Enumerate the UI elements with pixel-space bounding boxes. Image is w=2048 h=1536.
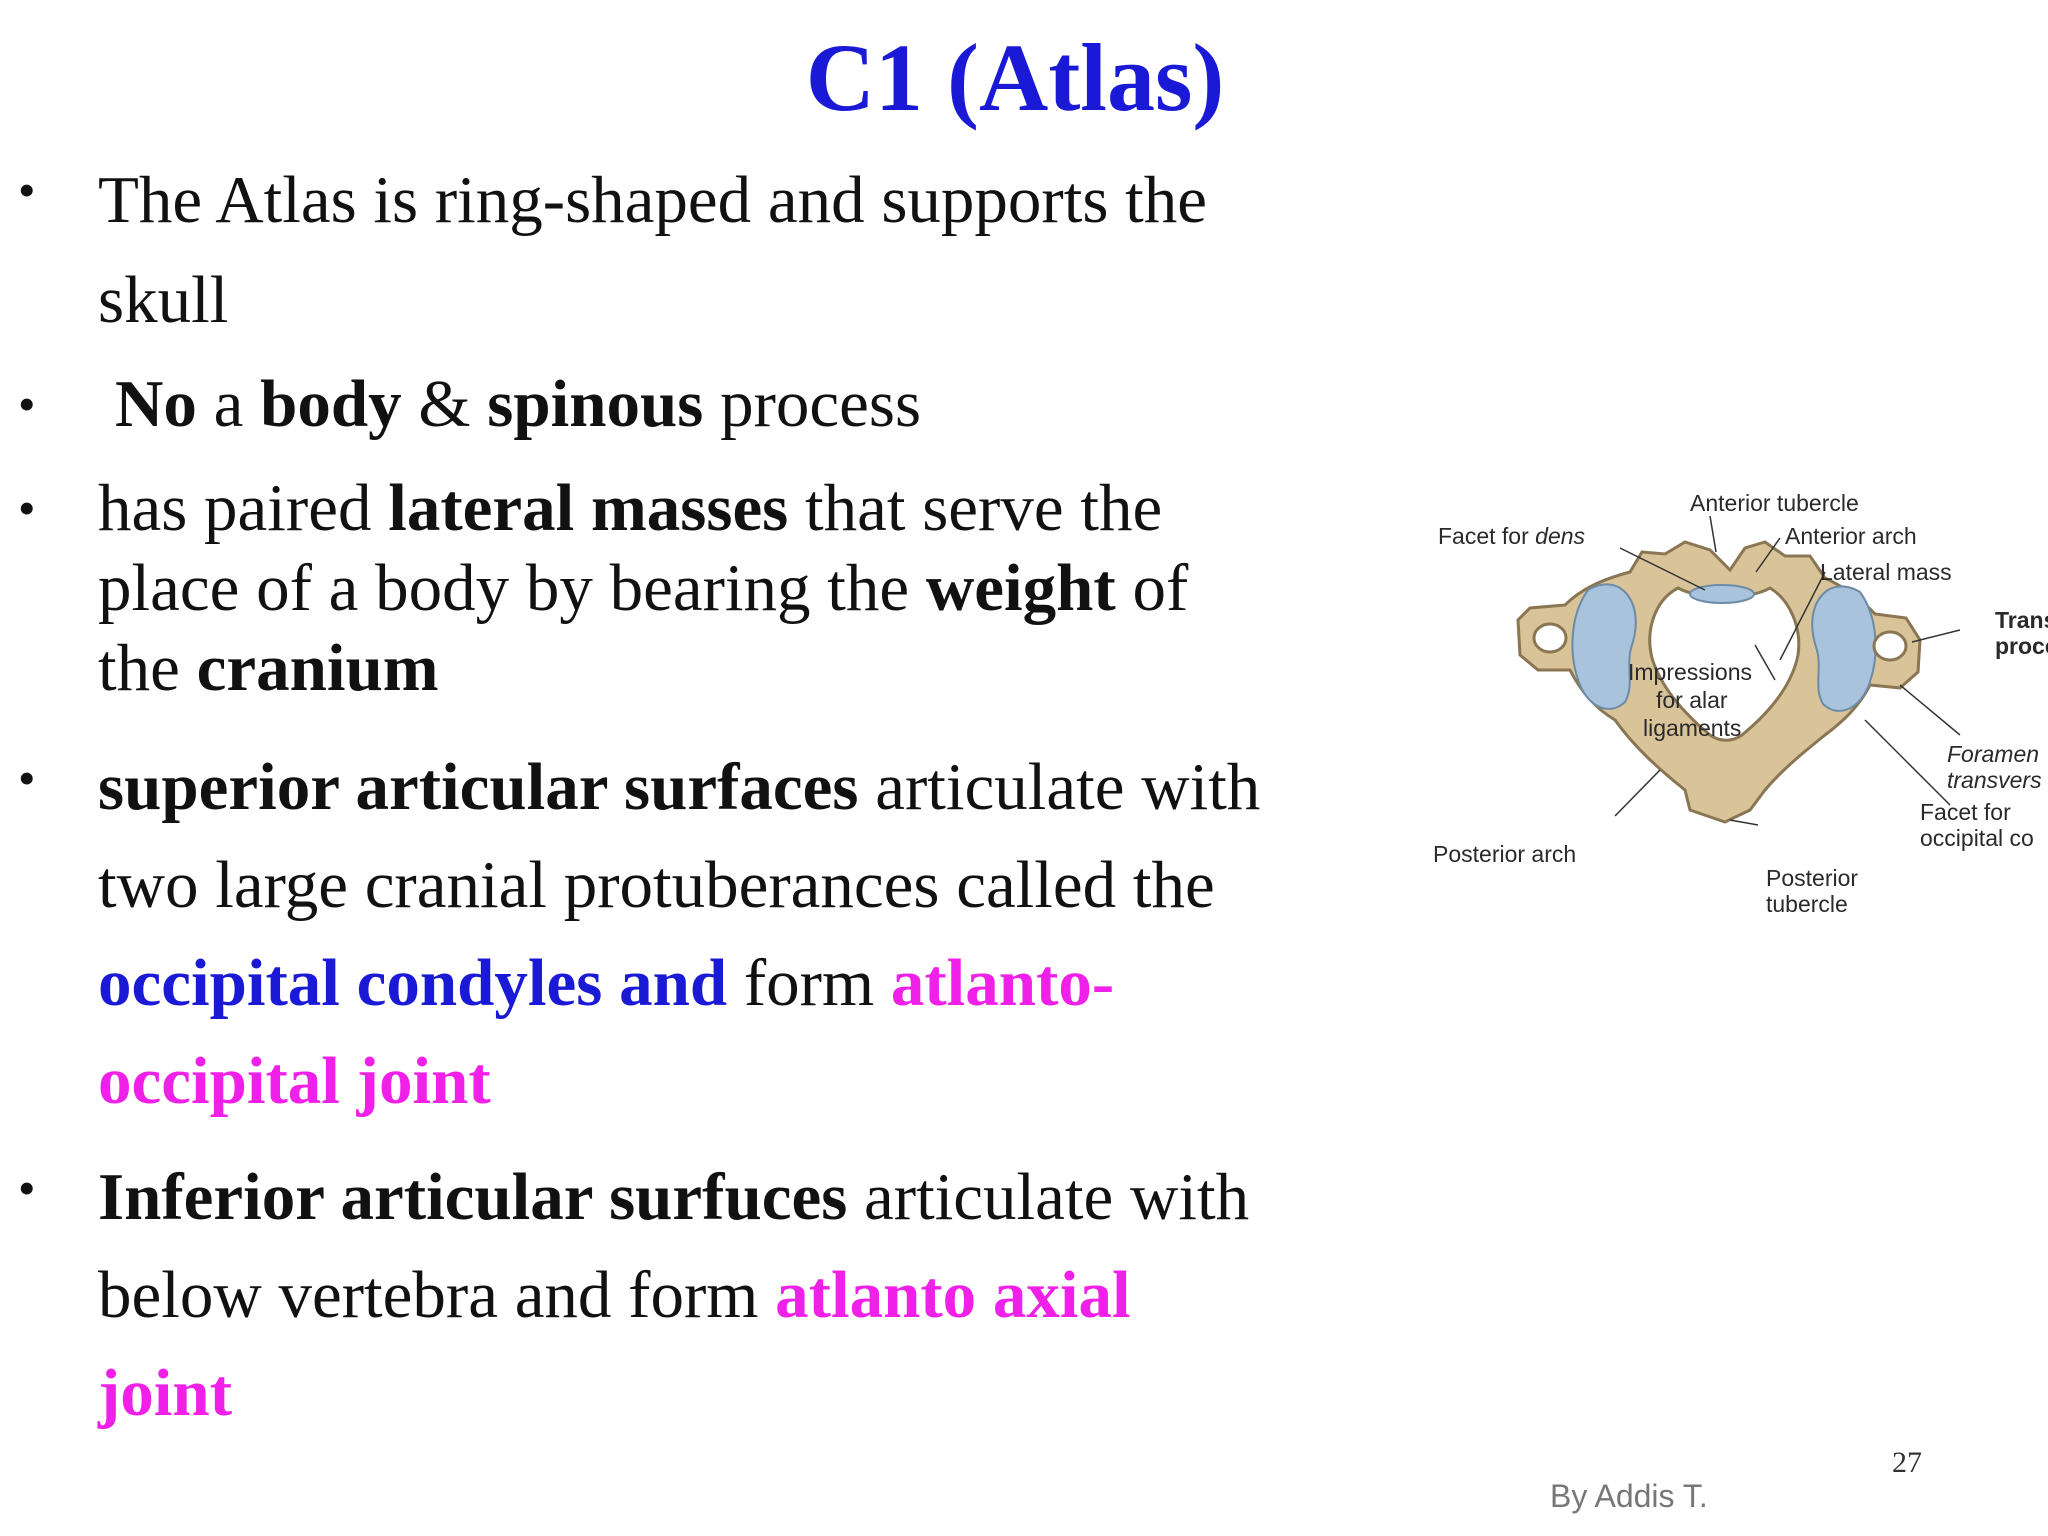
label-transverse-process-1: Trans [1995,607,2048,633]
label-facet-occipital-2: occipital co [1920,825,2034,851]
bullet-3: has paired lateral masses that serve the… [98,471,1189,705]
label-facet-occipital-1: Facet for [1920,799,2011,825]
author-footer: By Addis T. [1550,1478,1708,1514]
bullet-marker: • [18,480,36,536]
label-anterior-tubercle: Anterior tubercle [1690,490,1859,516]
label-foramen-2: transvers [1947,767,2042,793]
bullet-marker: • [18,1160,36,1216]
atlas-vertebra-figure: Anterior tubercle Anterior arch Facet fo… [1433,490,2048,917]
label-posterior-arch: Posterior arch [1433,841,1576,867]
label-impressions-3: ligaments [1643,715,1741,741]
label-facet-for-dens: Facet for dens [1438,523,1586,549]
label-posterior-tubercle-1: Posterior [1766,865,1858,891]
label-impressions-2: for alar [1656,687,1728,713]
label-lateral-mass: Lateral mass [1820,559,1952,585]
bullet-5: Inferior articular surfuces articulate w… [98,1160,1250,1430]
leader-lines [1614,515,1961,826]
slide-title: C1 (Atlas) [805,24,1225,131]
label-posterior-tubercle-2: tubercle [1766,891,1848,917]
label-transverse-process-2: proce [1995,633,2048,659]
label-impressions-1: Impressions [1628,659,1752,685]
bullet-1: The Atlas is ring-shaped and supports th… [98,163,1208,337]
page-number: 27 [1892,1446,1922,1479]
label-anterior-arch: Anterior arch [1785,523,1917,549]
bullet-2: No a body & spinous process [115,367,922,441]
bullet-marker: • [18,376,36,432]
bullet-marker: • [18,750,36,806]
label-foramen-1: Foramen [1947,741,2039,767]
bullet-4: superior articular surfaces articulate w… [98,750,1261,1118]
bullet-marker: • [18,162,36,218]
atlas-bone-illustration [1516,540,1922,824]
